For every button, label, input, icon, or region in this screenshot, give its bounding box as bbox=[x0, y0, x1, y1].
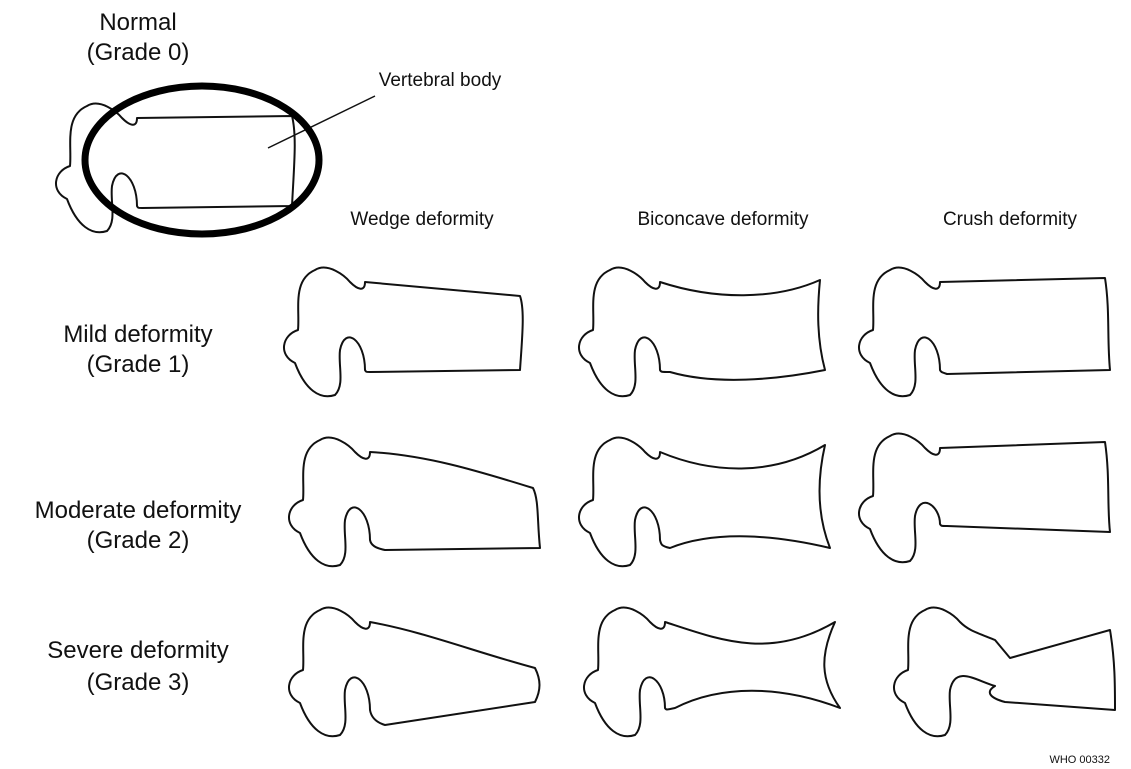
vertebra-outline bbox=[859, 268, 1110, 397]
column-label-biconcave: Biconcave deformity bbox=[637, 209, 809, 230]
column-label-wedge: Wedge deformity bbox=[350, 209, 494, 230]
vertebral-body-highlight-ellipse bbox=[85, 86, 319, 234]
vertebra-moderate-biconcave bbox=[579, 438, 830, 567]
vertebra-outline bbox=[579, 268, 825, 397]
row-grade-moderate: (Grade 2) bbox=[87, 527, 190, 554]
vertebra-severe-crush bbox=[894, 608, 1115, 737]
vertebra-outline bbox=[289, 438, 540, 567]
normal-grade: (Grade 0) bbox=[87, 39, 190, 66]
vertebra-outline bbox=[289, 608, 540, 737]
vertebra-mild-biconcave bbox=[579, 268, 825, 397]
normal-vertebra-outline bbox=[56, 104, 295, 233]
vertebra-mild-crush bbox=[859, 268, 1110, 397]
vertebra-mild-wedge bbox=[284, 268, 523, 397]
row-label-moderate: Moderate deformity bbox=[35, 497, 242, 524]
vertebra-severe-wedge bbox=[289, 608, 540, 737]
vertebra-outline bbox=[584, 608, 840, 737]
row-grade-severe: (Grade 3) bbox=[87, 669, 190, 696]
vertebra-outline bbox=[579, 438, 830, 567]
vertebra-moderate-wedge bbox=[289, 438, 540, 567]
vertebra-severe-biconcave bbox=[584, 608, 840, 737]
column-label-crush: Crush deformity bbox=[943, 209, 1078, 230]
vertebra-moderate-crush bbox=[859, 434, 1110, 563]
normal-title: Normal bbox=[99, 9, 176, 36]
row-label-severe: Severe deformity bbox=[47, 637, 228, 664]
figure-credit: WHO 00332 bbox=[1049, 754, 1110, 766]
row-label-mild: Mild deformity bbox=[63, 321, 212, 348]
vertebra-outline bbox=[894, 608, 1115, 737]
vertebra-outline bbox=[284, 268, 523, 397]
vertebra-outline bbox=[859, 434, 1110, 563]
row-grade-mild: (Grade 1) bbox=[87, 351, 190, 378]
normal-vertebra bbox=[56, 104, 295, 233]
vertebral-body-callout: Vertebral body bbox=[379, 70, 502, 91]
